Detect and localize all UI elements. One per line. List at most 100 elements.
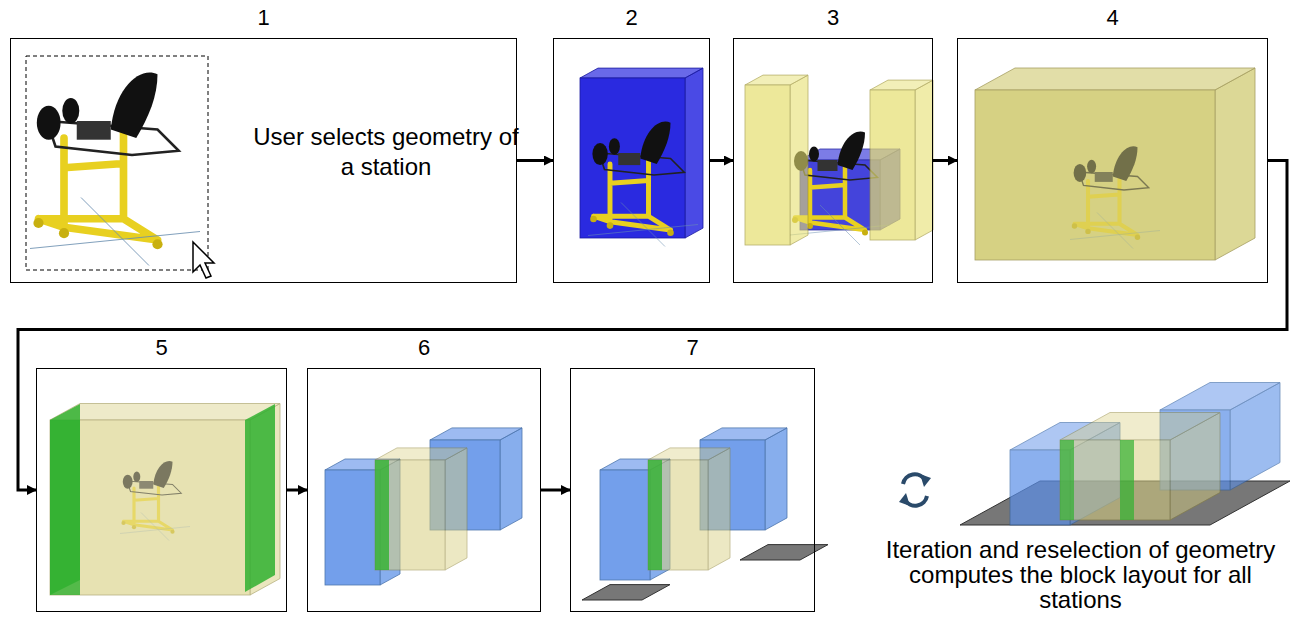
caster <box>152 239 162 249</box>
block-volume <box>1060 413 1220 521</box>
kart-wheel <box>62 98 79 124</box>
block-front <box>50 420 250 595</box>
green-wall <box>375 460 389 570</box>
kart-seat <box>1113 146 1138 181</box>
block-front <box>975 90 1215 260</box>
kart-seat <box>838 131 866 170</box>
block-side <box>500 428 522 530</box>
kart-engine <box>77 121 111 140</box>
caption-note: Iteration and reselection of geometry co… <box>868 537 1293 612</box>
kart-seat <box>153 461 172 488</box>
caster <box>590 216 597 223</box>
step-number: 6 <box>308 335 540 361</box>
green-wall <box>1060 440 1074 520</box>
kart-engine <box>139 481 153 489</box>
kart-wheel <box>1087 160 1096 174</box>
kart-seat <box>111 72 158 138</box>
block-top <box>50 404 280 421</box>
flow-arrow <box>710 159 733 162</box>
step-panel: 7 <box>570 368 815 612</box>
block-front <box>600 470 650 580</box>
block-top <box>375 448 467 460</box>
block-side <box>445 448 467 570</box>
block-side <box>1215 68 1255 260</box>
block-top <box>648 448 730 460</box>
green-wall <box>1120 440 1134 520</box>
kart-wheel <box>592 143 607 165</box>
block-volume <box>325 459 400 585</box>
flow-arrow <box>287 489 307 492</box>
caster <box>607 222 614 229</box>
caster <box>59 228 69 238</box>
caster <box>121 521 125 525</box>
caster <box>667 229 674 236</box>
step-number: 1 <box>11 5 516 31</box>
kart-seat <box>640 122 670 164</box>
block-top <box>1060 413 1220 441</box>
step-number: 4 <box>958 5 1267 31</box>
selection-rect <box>26 56 208 270</box>
block-volume <box>50 404 280 596</box>
block-top <box>1160 383 1280 411</box>
kart-wheel <box>133 472 140 483</box>
flow-arrow <box>18 161 1287 491</box>
caster <box>170 530 174 534</box>
kart-on-stand <box>1070 146 1160 248</box>
caster <box>33 218 43 228</box>
step-panel: 3 <box>733 38 933 283</box>
block-volume <box>580 68 703 238</box>
block-top <box>870 80 933 90</box>
kart-wheel <box>123 475 133 489</box>
green-wall <box>245 404 275 592</box>
block-volume <box>600 459 670 580</box>
block-volume <box>975 68 1255 260</box>
floor-strip <box>582 585 670 600</box>
kart-wheel <box>1074 164 1087 182</box>
step-panel: 4 <box>957 38 1268 283</box>
axis-line <box>588 203 698 247</box>
kart-on-stand <box>120 461 190 541</box>
block-front <box>870 90 915 240</box>
block-side <box>685 68 703 238</box>
kart-wheel <box>37 106 61 140</box>
flow-arrow <box>517 159 553 162</box>
caster <box>1135 235 1140 240</box>
step-panel: 2 <box>553 38 710 283</box>
block-top <box>745 75 808 85</box>
flow-arrow <box>933 159 957 162</box>
axis-line <box>30 198 200 266</box>
step-description: User selects geometry of a station <box>246 122 526 182</box>
green-wall <box>50 404 80 595</box>
step-number: 2 <box>554 5 709 31</box>
caster <box>1085 229 1090 234</box>
block-side <box>708 448 730 570</box>
caster <box>862 230 868 236</box>
kart-on-stand <box>30 72 200 265</box>
step-number: 7 <box>571 335 814 361</box>
step-number: 3 <box>734 5 932 31</box>
block-side <box>765 428 787 530</box>
axis-line <box>120 513 190 541</box>
block-top <box>430 428 522 440</box>
green-wall <box>648 460 662 570</box>
mouse-cursor <box>193 242 214 278</box>
kart-engine <box>1095 172 1113 182</box>
block-side <box>915 80 933 240</box>
cycle-icon <box>899 493 910 506</box>
kart-wheel <box>809 147 819 162</box>
caster <box>1072 223 1077 228</box>
step-panel: 6 <box>307 368 541 612</box>
kart-on-stand <box>588 122 698 247</box>
kart-engine <box>818 160 838 171</box>
block-volume <box>375 448 467 570</box>
step-number: 5 <box>37 335 286 361</box>
block-front <box>648 460 708 570</box>
kart-engine <box>618 153 640 165</box>
green-wall <box>50 420 80 595</box>
block-volume <box>648 448 730 570</box>
kart-wheel <box>609 138 620 155</box>
block-front <box>325 470 380 585</box>
